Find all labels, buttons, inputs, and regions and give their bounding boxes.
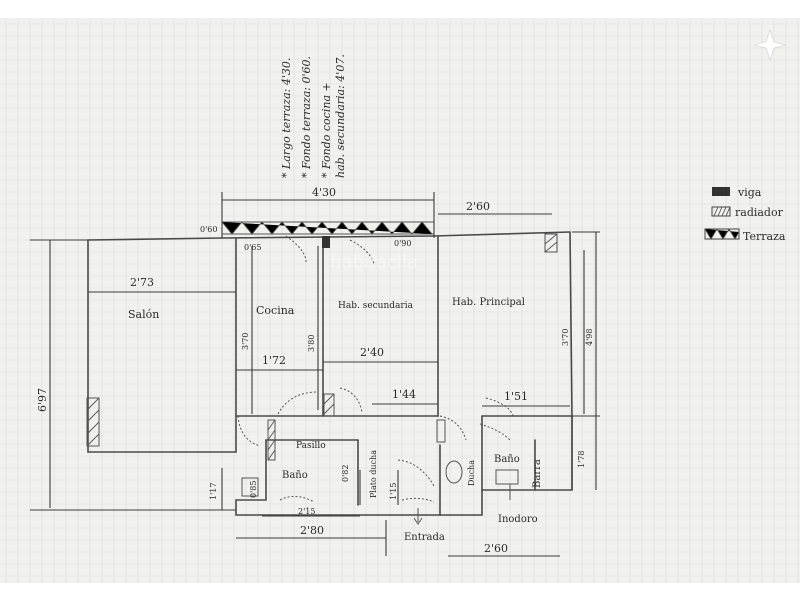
dim-065: 0'65	[244, 243, 261, 252]
radiator-pasillo-hatch	[267, 419, 276, 461]
radiators	[86, 233, 558, 461]
dim-085: 0'85	[249, 481, 258, 498]
radiator-salon-hatch	[86, 397, 100, 447]
room-pasillo: Pasillo	[296, 441, 326, 451]
dim-060: 0'60	[200, 225, 217, 234]
dimension-lines	[30, 192, 600, 557]
room-plato-ducha: Plato ducha	[369, 450, 378, 498]
beam-viga	[322, 236, 330, 248]
dim-117: 1'17	[209, 483, 218, 500]
sparkle-icon	[753, 29, 787, 61]
dim-260-top: 2'60	[466, 200, 490, 213]
door-kitchen-bottom	[237, 415, 261, 447]
label-inodoro: Inodoro	[498, 514, 538, 525]
room-bano-2: Baño	[494, 454, 520, 465]
legend-terraza-zigzag	[704, 228, 740, 240]
label-ducha: Ducha	[467, 460, 476, 486]
dim-430: 4'30	[312, 186, 336, 199]
dimension-texts: 4'30 2'60 0'60 0'65 0'90 2'73 6'97 3'70 …	[36, 186, 594, 555]
terrace-zigzag	[221, 221, 433, 235]
label-entrada: Entrada	[404, 532, 445, 543]
dim-178: 1'78	[577, 451, 586, 468]
room-labels: Salón Cocina Hab. secundaria Hab. Princi…	[128, 297, 543, 543]
dim-172: 1'72	[262, 354, 286, 367]
legend-viga-label: viga	[737, 186, 762, 199]
legend: viga radiador Terraza	[704, 186, 786, 243]
dim-240: 2'40	[360, 346, 384, 359]
toilet-bath2	[445, 460, 463, 484]
paper-sheet	[0, 18, 800, 583]
fixtures	[241, 460, 519, 525]
room-hab-secundaria: Hab. secundaria	[338, 301, 414, 311]
dim-260-bottom: 2'60	[484, 542, 508, 555]
dim-ext-697	[30, 239, 236, 511]
room-barra: Barra	[532, 459, 543, 488]
notes-block: * Largo terraza: 4'30. * Fondo terraza: …	[280, 54, 347, 178]
radiator-hab-hatch	[323, 393, 335, 415]
legend-terraza-swatch	[704, 228, 740, 240]
legend-radiador-label: radiador	[735, 206, 784, 219]
legend-radiador-swatch	[711, 206, 731, 217]
dim-144: 1'44	[392, 388, 416, 401]
note-fondo-terraza: * Fondo terraza: 0'60.	[300, 56, 313, 178]
watermark: habitaclia	[330, 252, 418, 273]
door-pasillo	[401, 497, 435, 503]
sink-bath2	[495, 469, 519, 485]
plato-ducha-label: Plato ducha	[369, 450, 378, 498]
entry-wall	[439, 489, 483, 516]
door-bath1	[279, 496, 315, 503]
dim-697: 6'97	[36, 388, 49, 412]
bathroom-walls	[235, 439, 441, 516]
radiator-principal-hatch	[544, 233, 558, 253]
dim-090: 0'90	[394, 239, 411, 248]
dim-498: 4'98	[585, 329, 594, 346]
dim-380: 3'80	[307, 335, 316, 352]
door-corridor-mid	[339, 387, 363, 413]
room-cocina: Cocina	[256, 304, 295, 317]
dim-215: 2'15	[298, 507, 315, 516]
room-bano-1: Baño	[282, 470, 308, 481]
note-hab-secundaria: hab. secundaria: 4'07.	[334, 54, 347, 178]
dim-082: 0'82	[341, 465, 350, 482]
paper-grid	[0, 18, 800, 583]
room-hab-principal: Hab. Principal	[452, 297, 525, 308]
dim-ext-right	[572, 231, 600, 417]
dim-370-cocina: 3'70	[241, 333, 250, 350]
door-hab	[349, 239, 375, 265]
dim-115: 1'15	[389, 483, 398, 500]
door-cocina	[285, 235, 307, 263]
room-salon: Salón	[128, 308, 159, 321]
walls	[87, 231, 573, 516]
dim-ext-430	[221, 192, 435, 238]
dim-151: 1'51	[504, 390, 528, 403]
legend-radiador-hatch	[713, 206, 731, 217]
entrada-arrow	[413, 508, 423, 525]
dim-370-right: 3'70	[561, 329, 570, 346]
radiator-entry	[436, 419, 446, 443]
toilet-bath1	[241, 477, 259, 497]
radiator-principal	[544, 233, 558, 253]
door-shower	[397, 459, 435, 487]
legend-viga-swatch	[712, 187, 730, 196]
note-largo-terraza: * Largo terraza: 4'30.	[280, 58, 293, 178]
dim-273: 2'73	[130, 276, 154, 289]
legend-terraza-label: Terraza	[743, 230, 786, 243]
radiator-hab	[323, 393, 335, 417]
dim-280: 2'80	[300, 524, 324, 537]
note-fondo-cocina: * Fondo cocina +	[320, 82, 333, 178]
